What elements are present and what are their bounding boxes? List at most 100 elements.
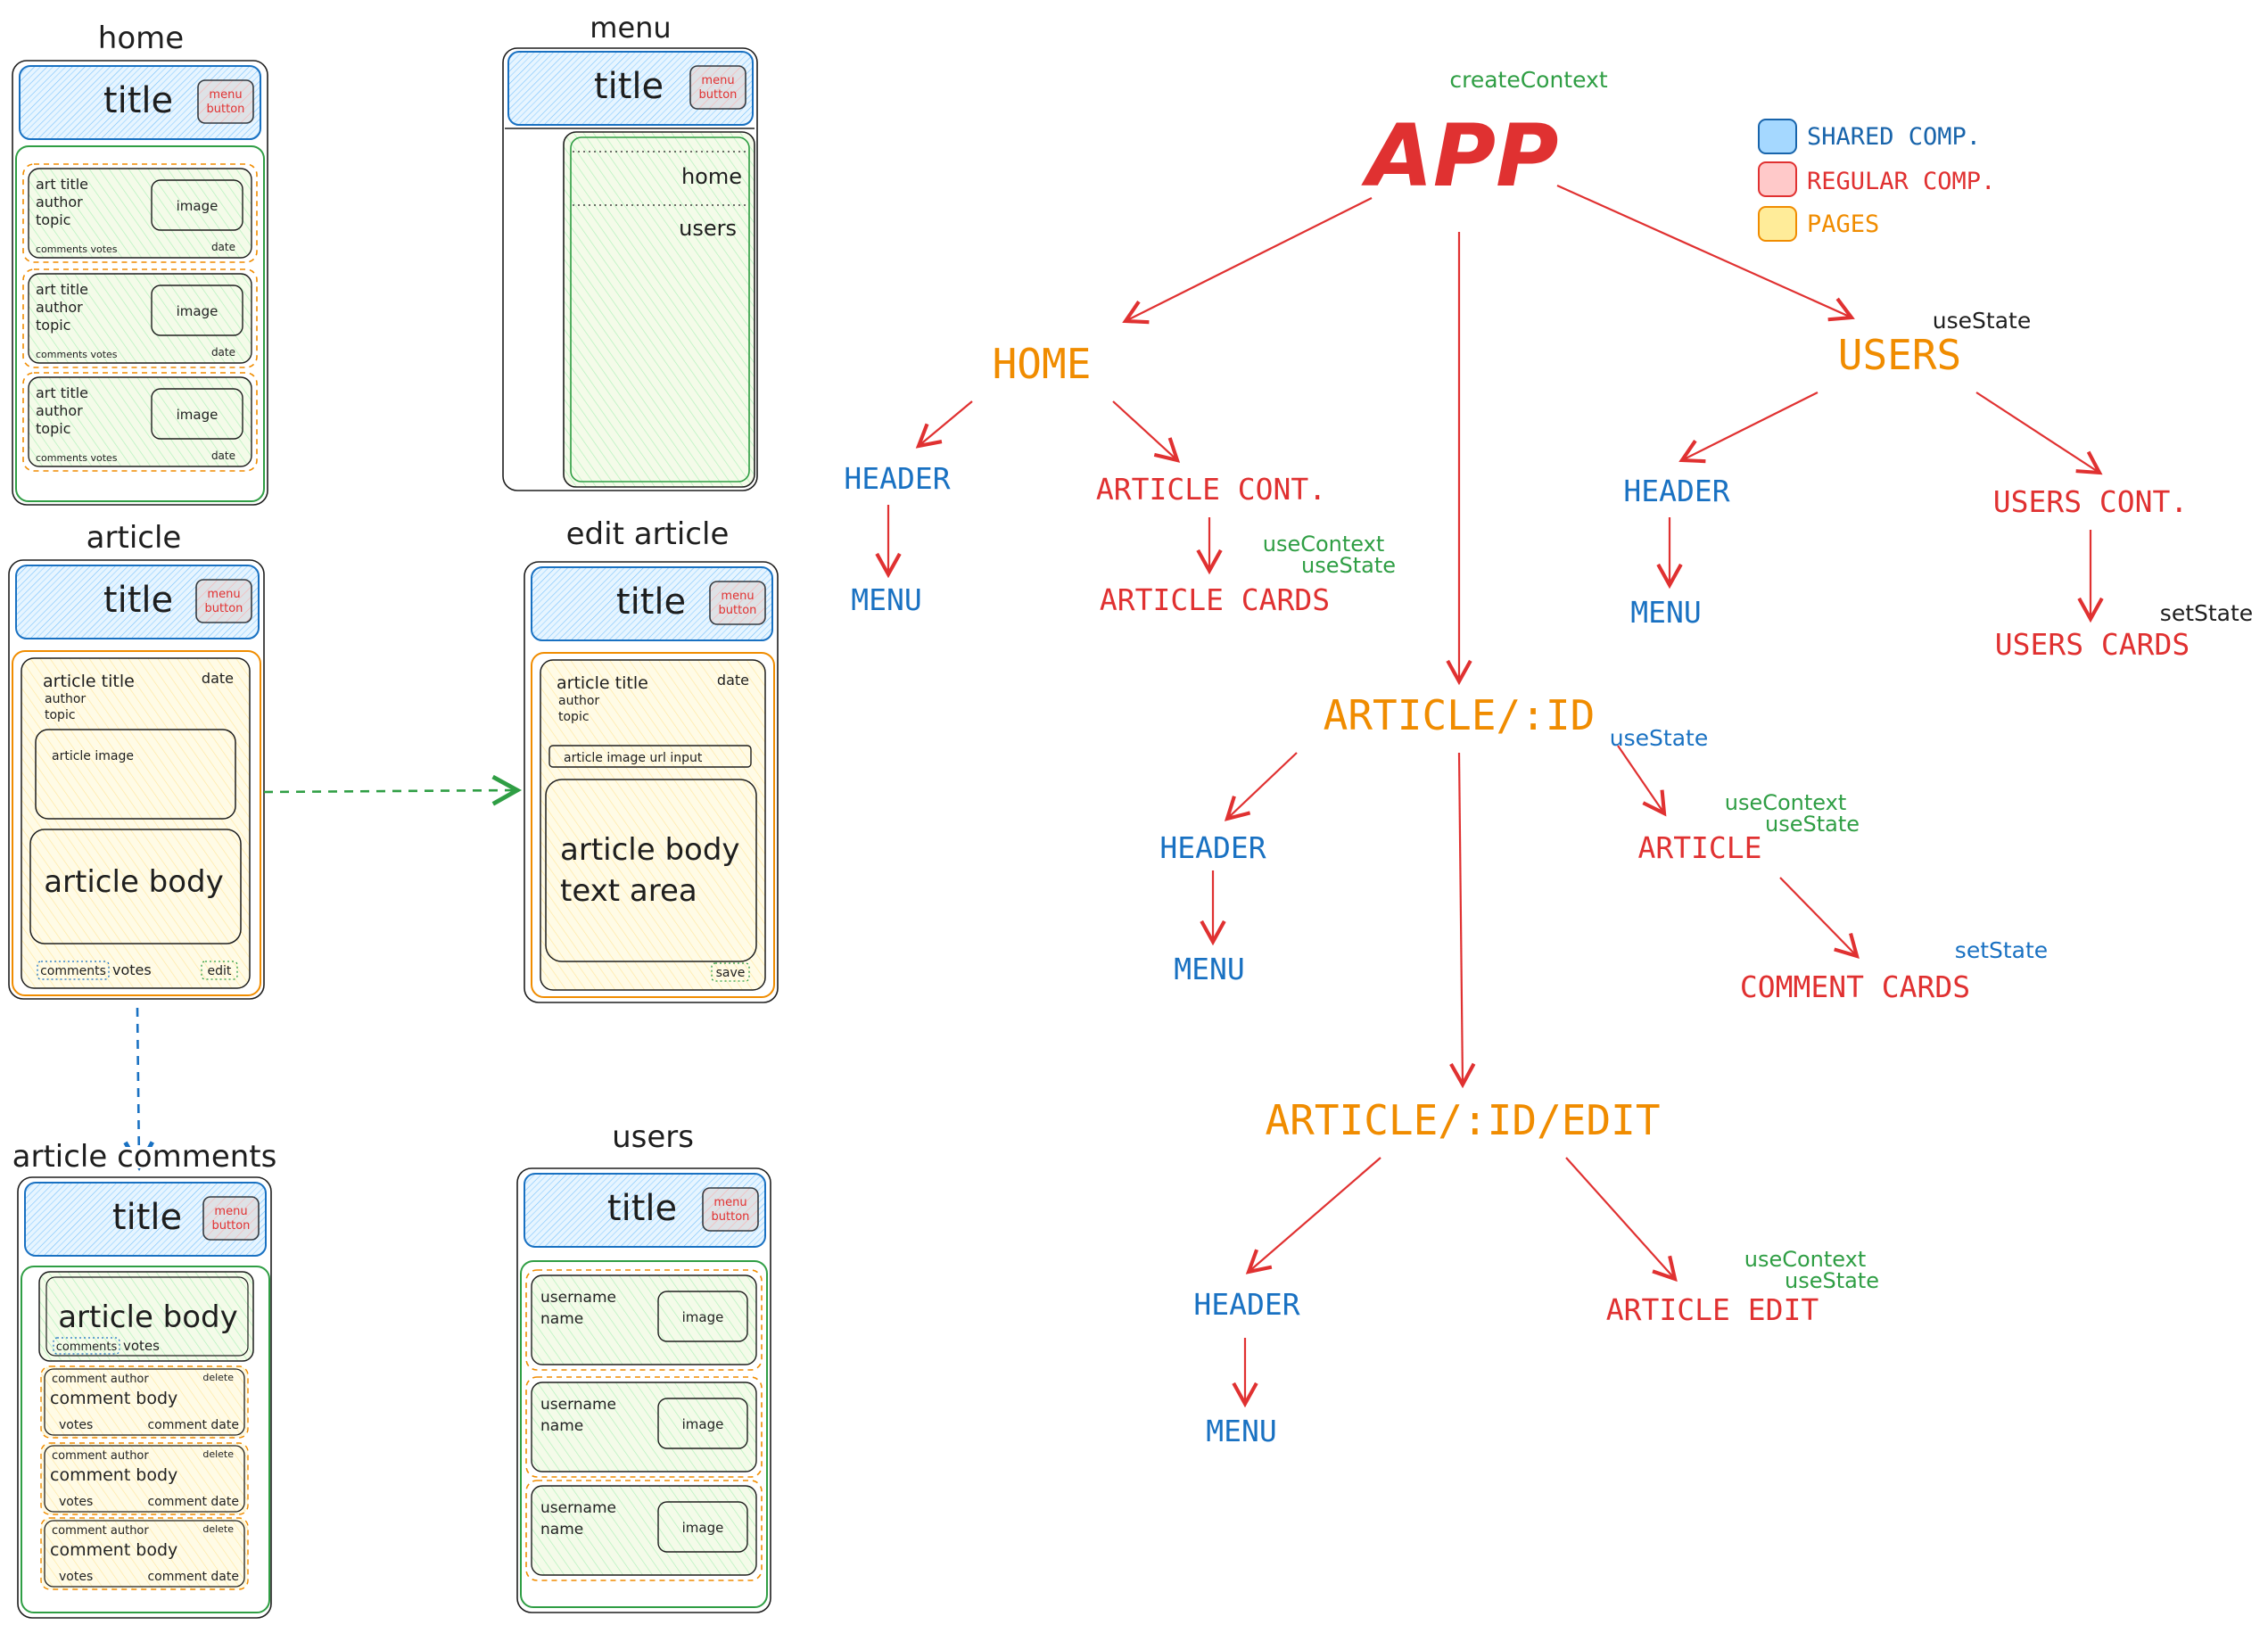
comment-votes: votes [59, 1418, 93, 1432]
legend-label-pages: PAGES [1807, 210, 1879, 238]
header-title-users: title [607, 1188, 677, 1229]
comment-date: comment date [147, 1495, 239, 1509]
menu-button-article: menu button [195, 579, 252, 623]
comment-body: comment body [50, 1540, 177, 1560]
edge-article-id-article [1617, 745, 1667, 817]
user-card-name: name [540, 1417, 583, 1435]
card-body [28, 376, 252, 467]
card-art-title: art title [36, 176, 88, 193]
body-text-area-line2: text area [560, 873, 697, 909]
card-topic: topic [36, 420, 70, 437]
article-author-text: author [45, 692, 86, 706]
user-card-image-label: image [682, 1416, 724, 1432]
user-card-image-box [657, 1291, 748, 1342]
comment-body: comment body [50, 1389, 177, 1408]
header-title-article-comments: title [112, 1197, 182, 1238]
user-card-username: username [540, 1289, 616, 1307]
menu-button-label2-menu: button [699, 88, 738, 102]
save-link-text: save [716, 966, 746, 980]
user-card-outline [525, 1480, 763, 1581]
user-card-outline [525, 1376, 763, 1478]
menu-button-label2-article-comments: button [212, 1219, 251, 1233]
card-outline [22, 372, 258, 472]
node-users-header: HEADER [1623, 474, 1729, 508]
node-article-edit-page: ARTICLE/:ID/EDIT [1265, 1096, 1660, 1144]
arrow-article-to-edit [263, 774, 522, 806]
card-image-label: image [177, 198, 219, 214]
tree-labels: APP createContext HOME HEADER MENU ARTIC… [844, 67, 2253, 1448]
comment-author: comment author [52, 1449, 149, 1463]
edit-article-date-text: date [717, 672, 749, 689]
comment-card-outline [40, 1365, 249, 1439]
article-date-text: date [202, 670, 234, 687]
edge-app-home [1122, 197, 1373, 325]
article-body-text: article body [44, 864, 224, 900]
node-article-cont: ARTICLE CONT. [1096, 472, 1326, 507]
comments-article-comments-text: comments [56, 1340, 118, 1354]
article-votes-text: votes [112, 961, 152, 978]
hook-article-1: useContext [1725, 790, 1847, 815]
node-users-cont: USERS CONT. [1993, 484, 2189, 519]
edge-app-users [1556, 184, 1855, 322]
wireframe-article: article title menu button article title … [8, 520, 265, 1000]
node-article-cards: ARTICLE CARDS [1100, 582, 1330, 617]
node-home-header: HEADER [844, 461, 950, 496]
edge-article-id-edit [1449, 752, 1476, 1089]
users-container [520, 1260, 768, 1608]
comment-card-outline [40, 1517, 249, 1590]
menu-button-label-menu: menu [701, 74, 734, 87]
wireframe-label-home: home [98, 21, 184, 56]
node-comment-cards: COMMENT CARDS [1740, 969, 1970, 1004]
edge-article-comment-cards [1779, 877, 1860, 960]
user-card-name: name [540, 1310, 583, 1328]
menu-button-users: menu button [702, 1187, 759, 1232]
header-title-article: title [103, 580, 173, 621]
user-card-name: name [540, 1521, 583, 1538]
card-author: author [36, 299, 83, 316]
hook-users-cards: setState [2160, 600, 2253, 626]
hook-article-edit-2: useState [1785, 1268, 1879, 1293]
legend-swatch-shared [1758, 119, 1797, 154]
comment-delete: delete [202, 1448, 234, 1460]
wireframe-label-article: article [87, 520, 182, 556]
comment-card-outline [40, 1442, 249, 1515]
user-card-body [531, 1485, 757, 1576]
legend-swatch-pages [1758, 206, 1797, 242]
legend-label-regular: REGULAR COMP. [1807, 168, 1995, 195]
node-article-id: ARTICLE/:ID [1324, 691, 1596, 739]
comment-delete: delete [202, 1523, 234, 1535]
article-container-home [15, 145, 265, 502]
article-page-container [12, 650, 261, 996]
card-image-label: image [177, 303, 219, 319]
user-card-image-label: image [682, 1520, 724, 1536]
legend: SHARED COMP. REGULAR COMP. PAGES [1758, 119, 1995, 242]
comment-date: comment date [147, 1418, 239, 1432]
card-image-label: image [177, 407, 219, 423]
wireframe-users: users title menu button username name imag… [516, 1119, 771, 1613]
edge-article-id-header [1224, 752, 1298, 821]
card-footer: comments votes [36, 452, 118, 464]
user-card-outline [525, 1269, 763, 1371]
node-users-cards: USERS CARDS [1995, 627, 2190, 662]
hook-article-edit-1: useContext [1744, 1247, 1867, 1272]
node-aid-menu: MENU [1174, 952, 1244, 986]
menu-drawer [563, 131, 755, 488]
comment-author: comment author [52, 1524, 149, 1538]
hook-users: useState [1933, 308, 2031, 334]
wireframe-label-users: users [612, 1119, 694, 1155]
comments-page-container [21, 1266, 270, 1613]
user-card-image-box [657, 1501, 748, 1553]
card-body [28, 273, 252, 364]
header-title-home: title [103, 80, 173, 121]
component-tree [875, 184, 2104, 1408]
hook-app: createContext [1449, 67, 1607, 93]
